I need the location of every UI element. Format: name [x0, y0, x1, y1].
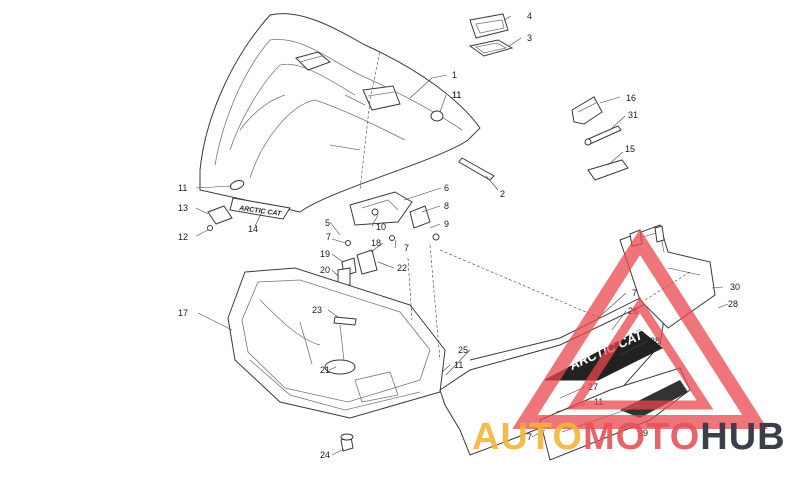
watermark-triangle-outer — [512, 228, 768, 429]
callout-17: 17 — [178, 308, 188, 318]
vent-parts — [468, 13, 514, 57]
callout-29: 29 — [638, 428, 648, 438]
callout-1: 1 — [452, 70, 457, 80]
callout-4: 4 — [527, 11, 532, 21]
callout-23: 23 — [312, 305, 322, 315]
callout-7: 7 — [527, 432, 532, 442]
callout-20: 20 — [320, 265, 330, 275]
callout-16: 16 — [626, 93, 636, 103]
callout-7: 7 — [632, 288, 637, 298]
callout-28: 28 — [728, 299, 738, 309]
callout-3: 3 — [527, 33, 532, 43]
bracket-parts — [207, 191, 440, 286]
callout-18: 18 — [371, 238, 381, 248]
hood: ARCTIC CAT — [199, 13, 481, 220]
watermark-text: AUTOMOTOHUB — [472, 416, 786, 458]
callout-14: 14 — [248, 224, 258, 234]
callout-11: 11 — [452, 90, 461, 100]
callout-25: 25 — [458, 345, 468, 355]
callout-11: 11 — [178, 183, 187, 193]
callout-27: 27 — [588, 382, 598, 392]
watermark: AUTOMOTOHUB — [472, 228, 786, 458]
callout-5: 5 — [325, 218, 330, 228]
storage-tub — [227, 267, 446, 452]
callout-7: 7 — [404, 243, 409, 253]
callout-19: 19 — [320, 249, 330, 259]
watermark-triangle-inner — [566, 296, 714, 410]
callout-13: 13 — [178, 203, 188, 213]
callout-7: 7 — [326, 232, 331, 242]
callout-22: 22 — [397, 263, 407, 273]
callout-11: 11 — [452, 90, 461, 100]
watermark-word-auto: AUTO — [472, 416, 583, 458]
callout-2: 2 — [500, 189, 505, 199]
callout-6: 6 — [444, 183, 449, 193]
callout-21: 21 — [320, 365, 330, 375]
callout-30: 30 — [730, 282, 740, 292]
callout-15: 15 — [625, 144, 635, 154]
callout-10: 10 — [376, 222, 386, 232]
callout-24: 24 — [320, 450, 330, 460]
watermark-word-moto: MOTO — [583, 416, 700, 458]
callout-9: 9 — [444, 219, 449, 229]
callout-28: 28 — [650, 336, 660, 346]
callout-8: 8 — [444, 201, 449, 211]
callout-31: 31 — [628, 110, 638, 120]
callout-12: 12 — [178, 232, 188, 242]
callout-11: 11 — [454, 360, 463, 370]
watermark-word-hub: HUB — [700, 416, 785, 458]
small-parts — [458, 96, 629, 181]
